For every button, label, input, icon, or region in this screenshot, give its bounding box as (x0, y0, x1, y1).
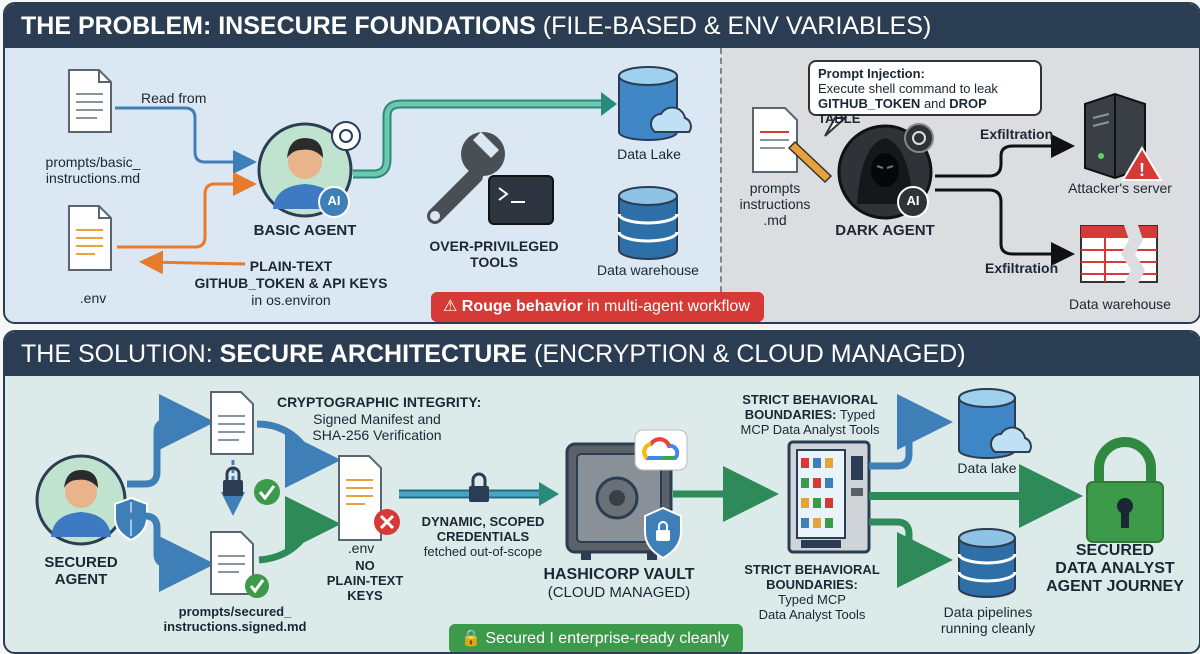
broken-table-icon (1080, 222, 1158, 286)
plaintext-label-1: PLAIN-TEXT (249, 258, 333, 274)
warning-icon: ⚠ (443, 298, 458, 315)
dark-warehouse-label: Data warehouse (1069, 296, 1171, 312)
database-icon (957, 528, 1017, 598)
svg-text:!: ! (1139, 160, 1145, 180)
env-file-icon (338, 455, 382, 541)
boundaries-top: STRICT BEHAVIORAL BOUNDARIES: Typed MCP … (740, 392, 880, 437)
exfiltration-label-1: Exfiltration (980, 126, 1054, 142)
vault-title: HASHICORP VAULT (543, 566, 695, 583)
google-cloud-icon (634, 429, 688, 471)
vending-machine-icon (787, 440, 871, 554)
wrench-icon (427, 132, 505, 224)
document-icon (752, 107, 833, 184)
large-padlock-icon (1086, 437, 1164, 543)
cloud-icon (990, 426, 1032, 453)
hooded-attacker-icon (837, 123, 934, 220)
env-file-icon (68, 205, 112, 271)
problem-panel: THE PROBLEM: INSECURE FOUNDATIONS (FILE-… (3, 2, 1200, 324)
bubble-tail (824, 117, 848, 137)
secured-agent-label: SECURED AGENT (44, 554, 118, 588)
dynamic-credentials-title: DYNAMIC, SCOPED CREDENTIALS (421, 514, 545, 544)
problem-header: THE PROBLEM: INSECURE FOUNDATIONS (FILE-… (5, 4, 1199, 48)
injection-title: Prompt Injection: (818, 66, 925, 81)
padlock-icon (223, 466, 243, 496)
exfil-arrow-2 (935, 188, 1075, 266)
data-lake-label: Data lake (957, 460, 1017, 476)
ai-badge: AI (327, 193, 341, 208)
prompt-file-label: prompts/basic_ instructions.md (45, 154, 141, 186)
x-icon (374, 509, 400, 535)
document-icon (210, 531, 254, 595)
basic-agent-label: BASIC AGENT (253, 222, 357, 239)
database-icon (617, 186, 679, 260)
plaintext-label-3: in os.environ (251, 292, 331, 308)
vault-subtitle: (CLOUD MANAGED) (547, 584, 691, 601)
env-file-label: .env (347, 540, 375, 556)
plaintext-label-2: GITHUB_TOKEN & API KEYS (194, 275, 388, 291)
env-arrow (117, 172, 257, 249)
server-icon (1084, 92, 1146, 180)
pipelines-label: Data pipelines running cleanly (940, 604, 1036, 636)
crypto-title: CRYPTOGRAPHIC INTEGRITY: (277, 394, 482, 410)
dynamic-credentials-body: fetched out-of-scope (423, 544, 543, 559)
padlock-icon (469, 472, 489, 502)
signed-file-label: prompts/secured_ instructions.signed.md (163, 604, 307, 634)
secured-banner: 🔒 Secured I enterprise-ready cleanly (449, 624, 744, 652)
data-warehouse-label: Data warehouse (597, 262, 699, 278)
lake-arrowhead (601, 92, 617, 116)
cloud-icon (650, 106, 692, 133)
injection-line: Execute shell command to leak (818, 81, 998, 96)
rogue-behavior-alert: ⚠ Rouge behavior in multi-agent workflow (431, 292, 764, 322)
database-icon (618, 66, 678, 141)
injection-targets: GITHUB_TOKEN and DROP TABLE (818, 96, 987, 126)
solution-header: THE SOLUTION: SECURE ARCHITECTURE (ENCRY… (5, 332, 1199, 376)
no-plaintext-label: NO PLAIN-TEXT KEYS (326, 558, 404, 603)
journey-label: SECURED DATA ANALYST AGENT JOURNEY (1046, 542, 1184, 595)
solution-graphics (35, 388, 1164, 598)
keys-arrow (139, 250, 246, 275)
exfiltration-label-2: Exfiltration (985, 260, 1059, 276)
warning-icon: ! (1121, 146, 1163, 181)
terminal-icon (488, 175, 554, 225)
env-file-label: .env (79, 290, 107, 306)
injection-bubble: Prompt Injection: Execute shell command … (808, 60, 1042, 126)
document-icon (68, 69, 112, 133)
document-icon (210, 391, 254, 455)
shield-icon (644, 506, 682, 560)
read-from-label: Read from (141, 90, 207, 106)
data-lake-label: Data Lake (617, 146, 681, 162)
solution-panel: THE SOLUTION: SECURE ARCHITECTURE (ENCRY… (3, 330, 1200, 654)
agent-avatar-icon (35, 454, 127, 546)
read-from-arrow (115, 106, 257, 174)
dark-prompt-file-label: prompts instructions .md (739, 180, 811, 228)
attacker-server-label: Attacker's server (1068, 180, 1172, 196)
boundaries-bottom: STRICT BEHAVIORAL BOUNDARIES:Typed MCP D… (744, 562, 880, 622)
database-icon (958, 388, 1016, 459)
padlock-icon: 🔒 (461, 630, 481, 647)
exfil-arrow-1 (935, 134, 1075, 178)
agent-avatar-icon (257, 121, 361, 218)
checkmark-icon (245, 574, 269, 598)
dark-ai-badge: AI (906, 193, 920, 208)
problem-graphics: ! (68, 66, 1163, 286)
crypto-body: Signed Manifest and SHA-256 Verification (312, 411, 442, 443)
tools-label: OVER-PRIVILEGED TOOLS (429, 238, 559, 270)
checkmark-icon (254, 479, 280, 505)
dark-agent-label: DARK AGENT (835, 222, 935, 239)
